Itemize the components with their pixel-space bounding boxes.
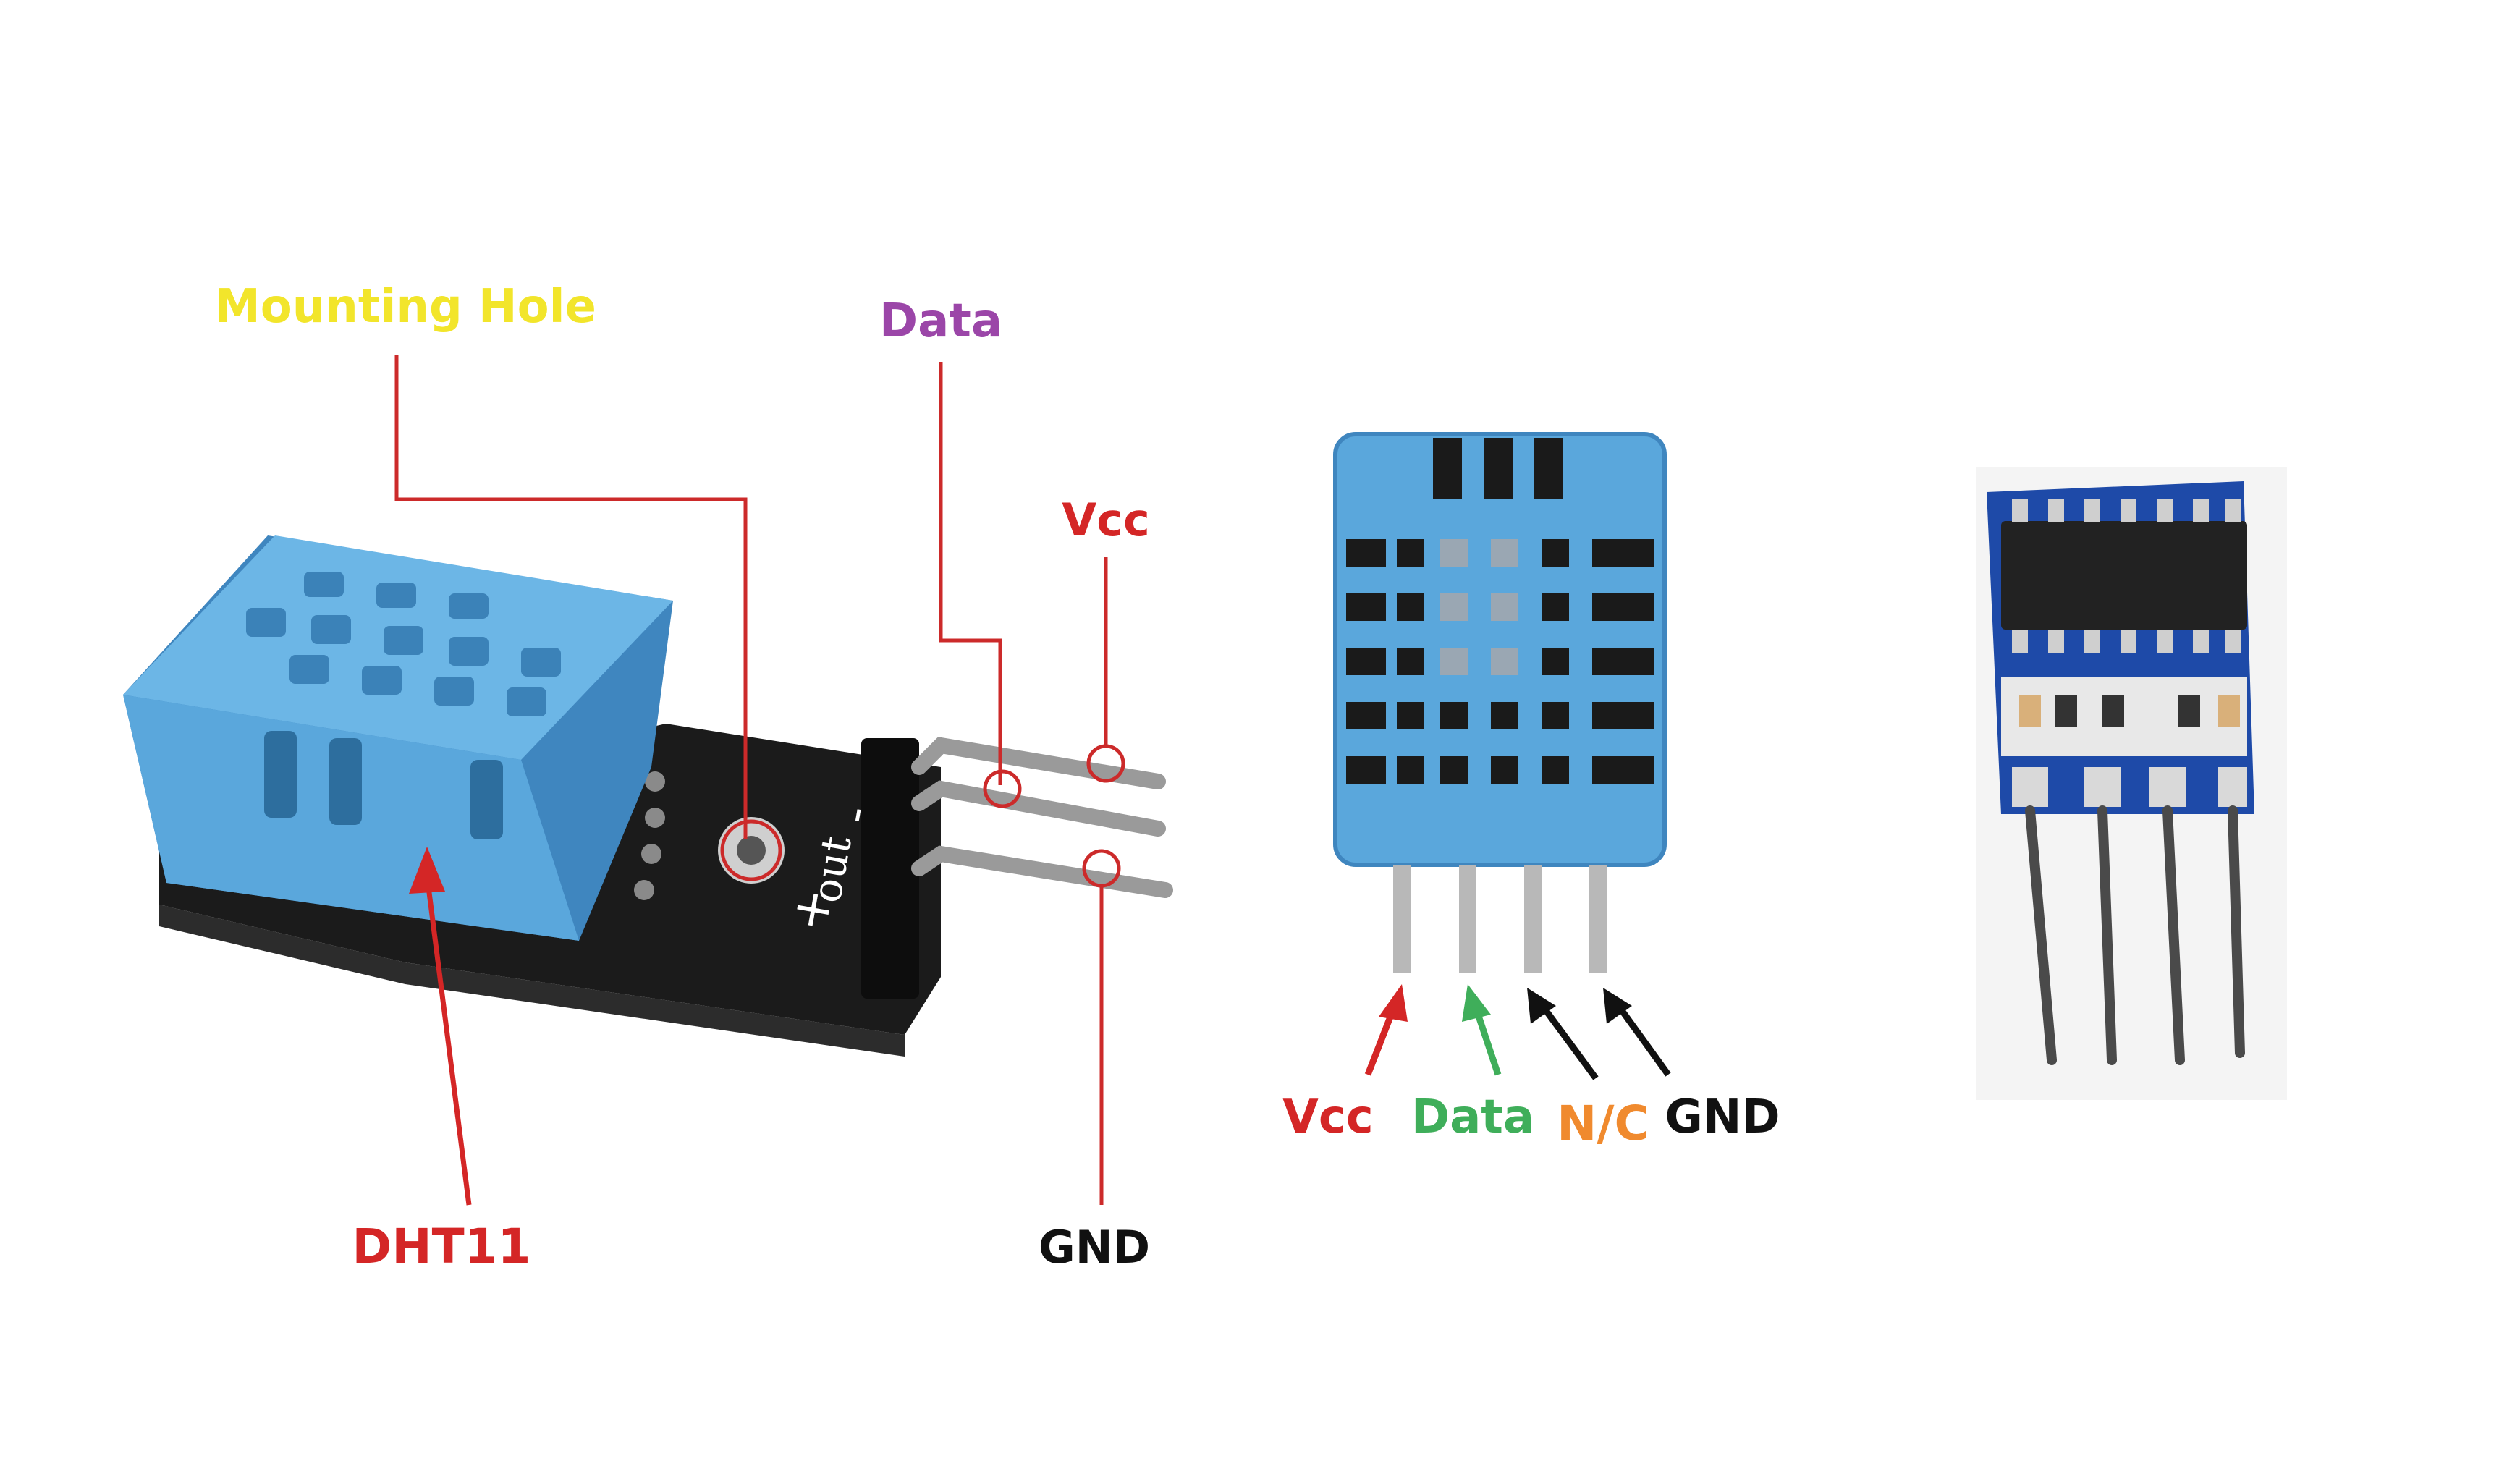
leg-data [1459, 865, 1476, 973]
top-slots [1433, 438, 1563, 499]
mounting-hole [737, 836, 766, 865]
leg-vcc [1393, 865, 1411, 973]
label-dht11: DHT11 [352, 1219, 531, 1274]
label-data-center: Data [1411, 1091, 1534, 1144]
module-ic [2001, 521, 2247, 630]
blue-module-photo [1976, 467, 2287, 1100]
mounting-hole-leader [394, 355, 748, 839]
header-pins [911, 737, 1173, 898]
sensor-grille-top [246, 572, 561, 716]
arrow-vcc [1364, 984, 1408, 1076]
board-mark-out: out [803, 832, 861, 907]
label-gnd-center: GND [1665, 1091, 1780, 1144]
mounting-hole-marker [720, 819, 782, 881]
pcb-edge [159, 905, 905, 1057]
sensor-grille-front [264, 731, 503, 839]
data-leader [939, 362, 1002, 785]
gnd-pin-marker [1082, 849, 1121, 888]
leg-gnd [1589, 865, 1607, 973]
board-mark-plus: + [779, 884, 845, 936]
left-leader-lines [394, 355, 1125, 1205]
grille-rows [1346, 539, 1654, 784]
label-gnd-left: GND [1039, 1221, 1150, 1274]
label-nc-center: N/C [1557, 1096, 1649, 1151]
arrow-nc [1527, 988, 1599, 1080]
arrow-data [1462, 984, 1502, 1076]
ic-legs [2012, 499, 2241, 653]
module-legs [2025, 805, 2245, 1065]
data-pin-marker [983, 769, 1022, 808]
label-vcc-left: Vcc [1062, 494, 1150, 546]
pinout-arrows [1364, 984, 1671, 1080]
dht11-module-photo: + out - [123, 535, 1173, 1057]
arrow-gnd [1603, 988, 1671, 1077]
dht11-pinout-drawing [1333, 432, 1667, 973]
sensor-legs [1393, 865, 1607, 973]
dht11-arrow [409, 847, 472, 1206]
smd-components [2019, 695, 2240, 727]
leg-nc [1524, 865, 1542, 973]
label-vcc-center: Vcc [1282, 1091, 1373, 1144]
label-mounting-hole: Mounting Hole [214, 280, 596, 334]
label-data-left: Data [879, 295, 1002, 348]
pin-header [861, 738, 919, 999]
module-pads [2012, 767, 2247, 807]
vcc-pin-marker [1086, 744, 1125, 783]
sensor-solder-pins [634, 771, 665, 900]
